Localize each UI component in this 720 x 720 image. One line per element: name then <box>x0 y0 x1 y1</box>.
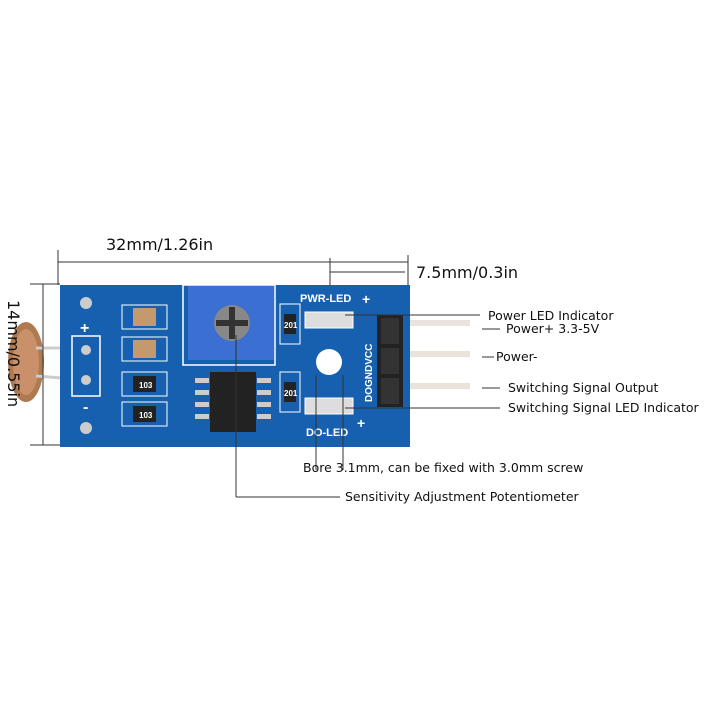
callout-lines <box>235 314 500 498</box>
resistor-label: 201 <box>284 389 298 398</box>
power-led-callout: Power LED Indicator <box>488 308 614 323</box>
mounting-hole <box>80 422 92 434</box>
smd-components <box>121 303 354 427</box>
mounting-hole <box>80 297 92 309</box>
pin-labels: DOGNDVCC <box>364 344 375 402</box>
plus-label: + <box>357 415 365 431</box>
resistor-label: 201 <box>284 321 298 330</box>
header-offset-dimension: 7.5mm/0.3in <box>416 263 518 282</box>
pin-header <box>400 320 470 389</box>
power-plus-callout: Power+ 3.3-5V <box>506 321 600 336</box>
signal-output-callout: Switching Signal Output <box>508 380 659 395</box>
comparator-ic <box>210 372 256 432</box>
do-led-label: DO-LED <box>306 427 348 439</box>
width-dimension: 14mm/0.55in <box>4 300 23 407</box>
pwr-led-label: PWR-LED <box>300 293 351 305</box>
resistor-label: 103 <box>139 411 153 420</box>
plus-label: + <box>80 320 89 337</box>
length-dimension: 32mm/1.26in <box>106 235 213 254</box>
plus-label: + <box>362 291 370 307</box>
minus-label: - <box>83 399 88 416</box>
bore-hole <box>316 349 342 375</box>
resistor-label: 103 <box>139 381 153 390</box>
dimension-lines <box>30 250 409 446</box>
potentiometer-callout: Sensitivity Adjustment Potentiometer <box>345 489 580 504</box>
bore-callout: Bore 3.1mm, can be fixed with 3.0mm scre… <box>303 460 583 475</box>
power-minus-callout: Power- <box>496 349 538 364</box>
signal-led-callout: Switching Signal LED Indicator <box>508 400 700 415</box>
